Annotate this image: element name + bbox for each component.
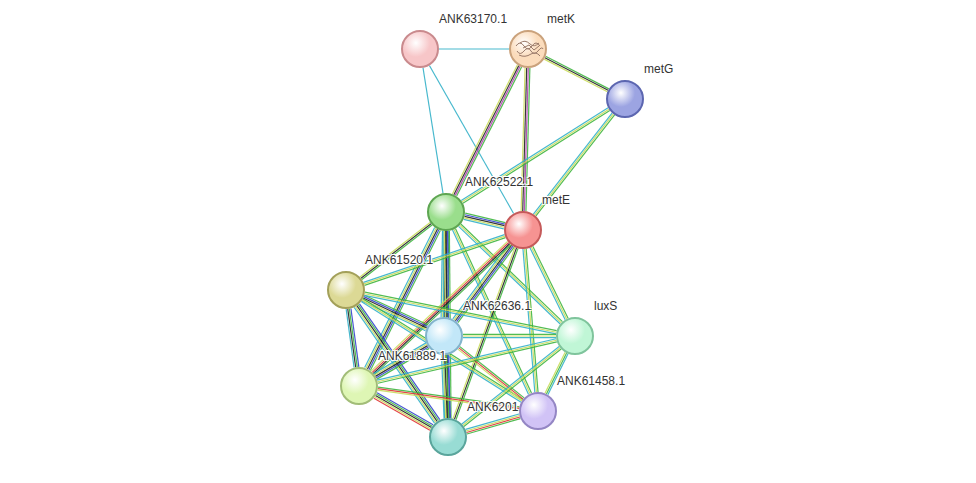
node-label: ANK61458.1: [557, 374, 625, 388]
evidence-line: [374, 398, 430, 430]
node-label: ANK61889.1: [378, 349, 446, 363]
interaction-edge: [533, 113, 614, 216]
evidence-line: [423, 68, 443, 193]
interaction-edge: [466, 414, 521, 434]
node-label: ANK62636.1: [463, 299, 531, 313]
evidence-line: [533, 246, 568, 318]
interaction-edge: [453, 229, 532, 395]
evidence-line: [536, 115, 615, 216]
protein-node: ANK61458.1: [519, 392, 557, 430]
evidence-line: [375, 397, 431, 429]
evidence-line: [429, 66, 513, 214]
interaction-edge: [362, 295, 428, 331]
evidence-line: [464, 218, 504, 227]
interaction-edge: [363, 235, 505, 286]
node-label: ANK63170.1: [439, 12, 507, 26]
protein-node: luxS: [556, 317, 594, 355]
evidence-line: [362, 300, 522, 401]
evidence-line: [460, 347, 524, 398]
evidence-line: [377, 393, 433, 425]
interaction-edge: [461, 108, 610, 203]
node-label: ANK61520.1: [365, 253, 433, 267]
interaction-edge: [346, 309, 359, 368]
evidence-line: [463, 335, 556, 336]
node-label: metK: [547, 12, 575, 26]
evidence-line: [348, 309, 356, 367]
protein-node: ANK62522.1: [427, 193, 465, 231]
evidence-line: [378, 340, 557, 381]
evidence-line: [546, 56, 609, 89]
node-label: metE: [542, 193, 570, 207]
protein-node: metG: [606, 80, 644, 118]
interaction-edge: [463, 334, 556, 337]
node-label: ANK6201: [467, 400, 518, 414]
interaction-edge: [530, 246, 568, 319]
evidence-line: [544, 59, 607, 92]
evidence-line: [462, 109, 609, 202]
interaction-edge: [521, 68, 530, 211]
evidence-line: [463, 110, 610, 203]
interaction-edge: [429, 66, 513, 214]
protein-node: ANK6201: [429, 418, 467, 456]
evidence-line: [535, 114, 614, 215]
protein-node: metE: [504, 211, 542, 249]
interaction-edge: [439, 49, 509, 50]
node-label: ANK62522.1: [465, 175, 533, 189]
evidence-line: [464, 219, 504, 228]
evidence-line: [439, 48, 509, 49]
evidence-line: [463, 337, 556, 338]
evidence-line: [378, 342, 557, 383]
evidence-line: [363, 235, 504, 283]
protein-node: ANK61520.1: [327, 271, 365, 309]
protein-node: ANK61889.1: [340, 367, 378, 405]
evidence-line: [346, 309, 354, 367]
protein-node: metK: [509, 30, 547, 68]
evidence-line: [466, 414, 519, 429]
protein-node: ANK63170.1: [401, 30, 439, 68]
interaction-edge: [423, 68, 443, 193]
evidence-line: [365, 292, 557, 331]
evidence-line: [521, 68, 525, 211]
interaction-edge: [458, 347, 524, 401]
node-label: luxS: [594, 299, 617, 313]
evidence-line: [531, 247, 566, 319]
interaction-edge: [464, 213, 505, 229]
evidence-line: [466, 417, 519, 432]
evidence-line: [463, 334, 556, 335]
interaction-edge: [377, 339, 557, 384]
node-label: metG: [644, 62, 673, 76]
evidence-line: [533, 113, 612, 214]
evidence-line: [376, 394, 432, 426]
evidence-line: [466, 416, 519, 431]
evidence-line: [375, 395, 431, 427]
interaction-edge: [544, 56, 609, 91]
interaction-edge: [374, 393, 433, 431]
interaction-edge: [361, 299, 523, 402]
evidence-line: [530, 248, 565, 320]
evidence-line: [461, 108, 608, 201]
evidence-line: [545, 58, 608, 91]
